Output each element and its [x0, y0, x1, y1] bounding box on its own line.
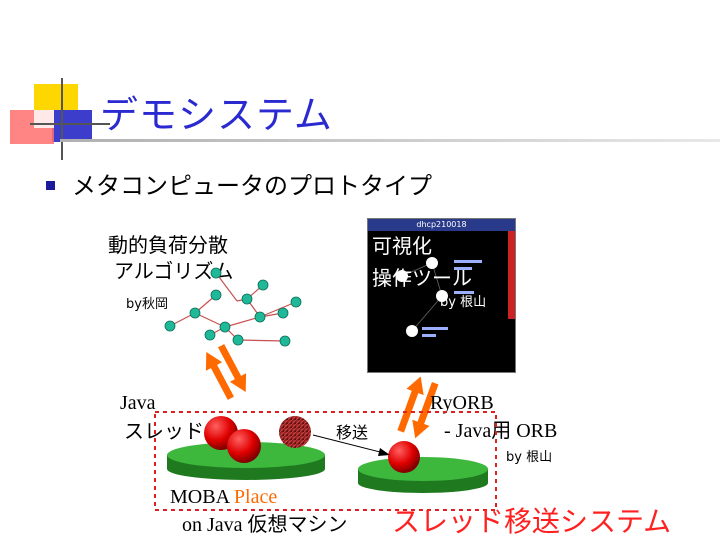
algorithm-author: by秋岡: [126, 297, 168, 312]
visualizer-label-line1: 可視化: [372, 234, 432, 258]
title-rule: [60, 139, 720, 142]
graph-node: [232, 334, 244, 346]
bidirectional-arrow-left: [204, 342, 248, 402]
thread-ball: [227, 429, 261, 463]
bidirectional-arrow-right: [396, 374, 440, 441]
vm-label: on Java 仮想マシン: [182, 514, 348, 536]
graph-node: [219, 321, 231, 333]
slide-title: デモシステム: [100, 93, 333, 137]
corner-decoration: [10, 78, 110, 160]
graph-node: [189, 307, 201, 319]
arrow-down-icon: [216, 342, 248, 394]
java-label: Java: [120, 392, 156, 414]
arrow-down-icon: [410, 380, 440, 441]
arrow-up-icon: [396, 374, 425, 434]
migration-label: 移送: [336, 423, 369, 442]
arrow-up-icon: [204, 350, 236, 402]
visualizer-graph: [396, 231, 515, 337]
right-platform: [358, 457, 488, 493]
ryorb-author: by 根山: [506, 450, 553, 465]
graph-node: [279, 335, 291, 347]
algorithm-label-line1: 動的負荷分散: [108, 233, 228, 257]
graph-node: [290, 296, 302, 308]
migrated-thread-ball: [388, 441, 420, 473]
graph-node: [257, 279, 269, 291]
graph-node: [164, 320, 176, 332]
graph-node: [254, 311, 266, 323]
visualizer-window-title: dhcp210018: [368, 219, 515, 231]
ryorb-subtitle: - Java用 ORB: [444, 420, 558, 442]
graph-node: [210, 289, 222, 301]
thread-label: スレッド: [124, 419, 204, 443]
network-graph: [164, 267, 302, 347]
moba-label: MOBA: [170, 486, 234, 508]
visualizer-screenshot: dhcp210018 可視化 操作ツール by 根山: [367, 218, 516, 373]
ryorb-label: RyORB: [430, 392, 494, 414]
bullet-text: メタコンピュータのプロトタイプ: [72, 172, 432, 200]
moba-place-label: MOBA Place: [170, 484, 277, 510]
bullet-square-icon: [46, 181, 55, 190]
graph-node: [204, 329, 216, 341]
blue-square: [52, 110, 92, 142]
visualizer-label-line2: 操作ツール: [372, 266, 472, 290]
graph-node: [277, 307, 289, 319]
place-label: Place: [233, 486, 278, 508]
arrowhead-icon: [378, 448, 390, 456]
migration-arrow: [312, 434, 385, 454]
graph-node: [210, 267, 222, 279]
system-label: スレッド移送システム: [392, 505, 672, 538]
graph-node: [241, 293, 253, 305]
visualizer-author: by 根山: [440, 295, 487, 310]
system-boundary-box: [154, 411, 497, 511]
migrating-thread-ball: [279, 416, 311, 448]
